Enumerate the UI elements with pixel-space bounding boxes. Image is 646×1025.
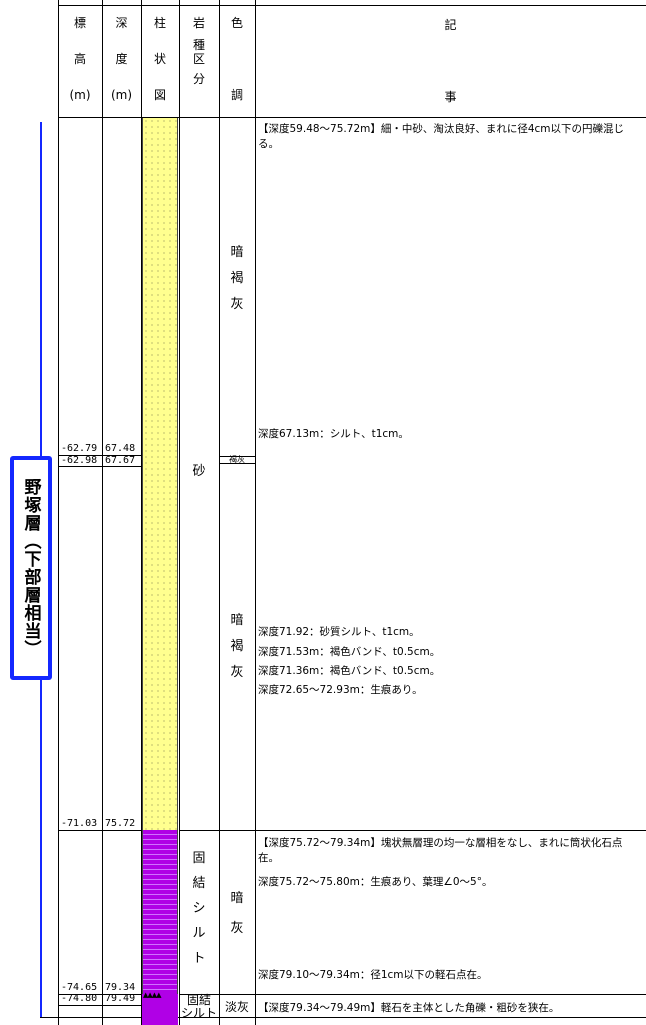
elev-5: -74.80 xyxy=(61,993,98,1004)
note-9: 深度79.10～79.34m：径1cm以下の軽石点在。 xyxy=(258,969,488,981)
rock-bottom: 固結 シルト xyxy=(180,993,217,1020)
silt-pattern xyxy=(142,830,178,994)
depth-1: 67.48 xyxy=(105,443,136,454)
rock-silt: 固結 シル ト xyxy=(192,851,206,966)
sand-pattern xyxy=(142,118,178,830)
elev-2: -62.98 xyxy=(61,455,98,466)
header-color: 色 調 xyxy=(230,16,243,102)
depth-5: 79.49 xyxy=(105,993,136,1004)
note-8: 深度75.72～75.80m：生痕あり、葉理∠0～5°。 xyxy=(258,876,493,888)
rock-sand: 砂 xyxy=(192,464,206,479)
grid-line xyxy=(219,0,220,1025)
header-elevation: 標 高 (m) xyxy=(69,16,91,102)
note-7: 【深度75.72～79.34m】塊状無層理の均一な層相をなし、まれに筒状化石点在… xyxy=(258,837,623,864)
pumice-pattern xyxy=(142,994,178,1025)
grid-line xyxy=(40,1017,646,1018)
color-thin: 褐灰 xyxy=(229,455,245,464)
grid-line xyxy=(255,0,256,1025)
depth-3: 75.72 xyxy=(105,818,136,829)
note-6: 深度72.65～72.93m：生痕あり。 xyxy=(258,684,423,696)
color-middle: 暗褐灰 xyxy=(230,613,244,680)
header-notes-top: 記 xyxy=(444,18,457,32)
grid-line xyxy=(58,117,646,118)
header-notes-bottom: 事 xyxy=(444,90,457,104)
header-rock: 岩 種 区 分 xyxy=(192,16,205,86)
note-2: 深度67.13m：シルト、t1cm。 xyxy=(258,428,409,440)
color-upper: 暗褐灰 xyxy=(230,245,244,312)
grid-line xyxy=(102,0,103,1025)
note-4: 深度71.53m：褐色バンド、t0.5cm。 xyxy=(258,646,441,658)
level-line xyxy=(58,466,142,467)
grid-line xyxy=(58,5,646,6)
level-line xyxy=(58,455,142,456)
grid-line xyxy=(179,0,180,1025)
grid-line xyxy=(219,463,255,464)
header-column: 柱 状 図 xyxy=(153,16,166,102)
depth-4: 79.34 xyxy=(105,982,136,993)
grid-line xyxy=(179,994,646,995)
elev-1: -62.79 xyxy=(61,443,98,454)
note-5: 深度71.36m：褐色バンド、t0.5cm。 xyxy=(258,665,441,677)
grid-line xyxy=(58,0,59,1025)
grid-line xyxy=(141,0,142,1025)
depth-2: 67.67 xyxy=(105,455,136,466)
elev-3: -71.03 xyxy=(61,818,98,829)
level-line xyxy=(58,1005,142,1006)
level-line xyxy=(58,994,142,995)
grid-line xyxy=(179,830,646,831)
note-3: 深度71.92：砂質シルト、t1cm。 xyxy=(258,626,420,638)
pumice-marks: ▲▲▲▲ xyxy=(143,991,162,999)
header-depth: 深 度 (m) xyxy=(110,16,133,102)
elev-4: -74.65 xyxy=(61,982,98,993)
formation-frame xyxy=(10,456,52,680)
color-silt: 暗灰 xyxy=(230,891,244,936)
grid-line xyxy=(219,456,255,457)
color-bottom: 淡灰 xyxy=(224,1000,249,1014)
note-10: 【深度79.34～79.49m】軽石を主体とした角礫・粗砂を狭在。 xyxy=(258,1002,560,1014)
note-1: 【深度59.48～75.72m】細・中砂、淘汰良好、まれに径4cm以下の円礫混じ… xyxy=(258,123,625,150)
formation-label: 野塚層（下部層相当） xyxy=(20,478,41,658)
level-line xyxy=(58,830,142,831)
